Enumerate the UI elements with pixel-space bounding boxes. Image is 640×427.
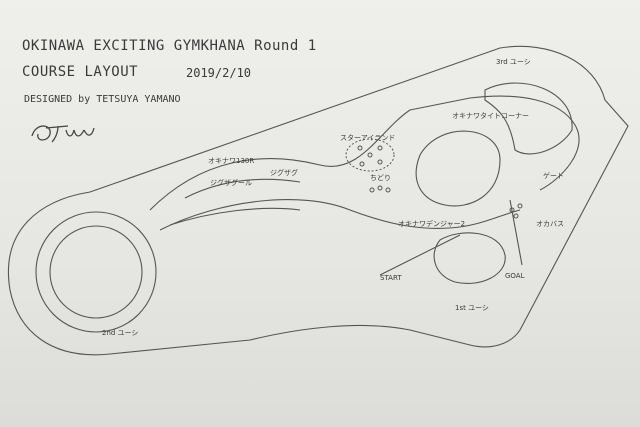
- label-start: START: [380, 274, 402, 282]
- course-outer-boundary: [8, 45, 629, 356]
- chicane-lane: [169, 178, 301, 226]
- hairpin-cones: [509, 203, 523, 219]
- label-slalom-right: ジグザグ: [270, 168, 298, 177]
- page-title: OKINAWA EXCITING GYMKHANA Round 1: [22, 38, 317, 54]
- label-slalom-left: ジグザグール: [210, 178, 252, 187]
- main-lane-upper: [149, 95, 580, 211]
- label-third-uturn: 3rd ユーシ: [496, 58, 531, 66]
- label-goal: GOAL: [505, 272, 525, 280]
- chidori-cones: [369, 185, 391, 193]
- label-gate: ゲート: [543, 171, 564, 180]
- label-okinawa-danger2: オキナワデンジャー2: [398, 219, 465, 228]
- layout-heading: COURSE LAYOUT: [22, 64, 139, 80]
- label-hairpin: オカバス: [536, 220, 564, 228]
- layout-date: 2019/2/10: [186, 66, 252, 80]
- star-island-cones: [345, 138, 395, 172]
- label-first-uturn: 1st ユーシ: [455, 304, 489, 312]
- first-uturn-island: [433, 232, 506, 284]
- label-chidori: ちどり: [370, 174, 391, 182]
- goal-lane: [509, 199, 523, 266]
- signature-mark: [31, 125, 95, 143]
- label-okinawa-130r: オキナワ130R: [208, 157, 254, 165]
- designer-credit: DESIGNED by TETSUYA YAMANO: [24, 94, 181, 105]
- main-lane-lower: [159, 199, 521, 231]
- label-star-island: スターアイランド: [340, 133, 395, 142]
- label-okinawa-tightcorner: オキナワタイトコーナー: [452, 111, 529, 120]
- right-island: [415, 130, 501, 207]
- label-second-uturn: 2nd ユーシ: [102, 329, 138, 337]
- left-loop-inner: [49, 225, 143, 319]
- left-loop-outer: [35, 211, 157, 333]
- start-straight: [379, 234, 461, 276]
- third-uturn-island: [484, 82, 573, 155]
